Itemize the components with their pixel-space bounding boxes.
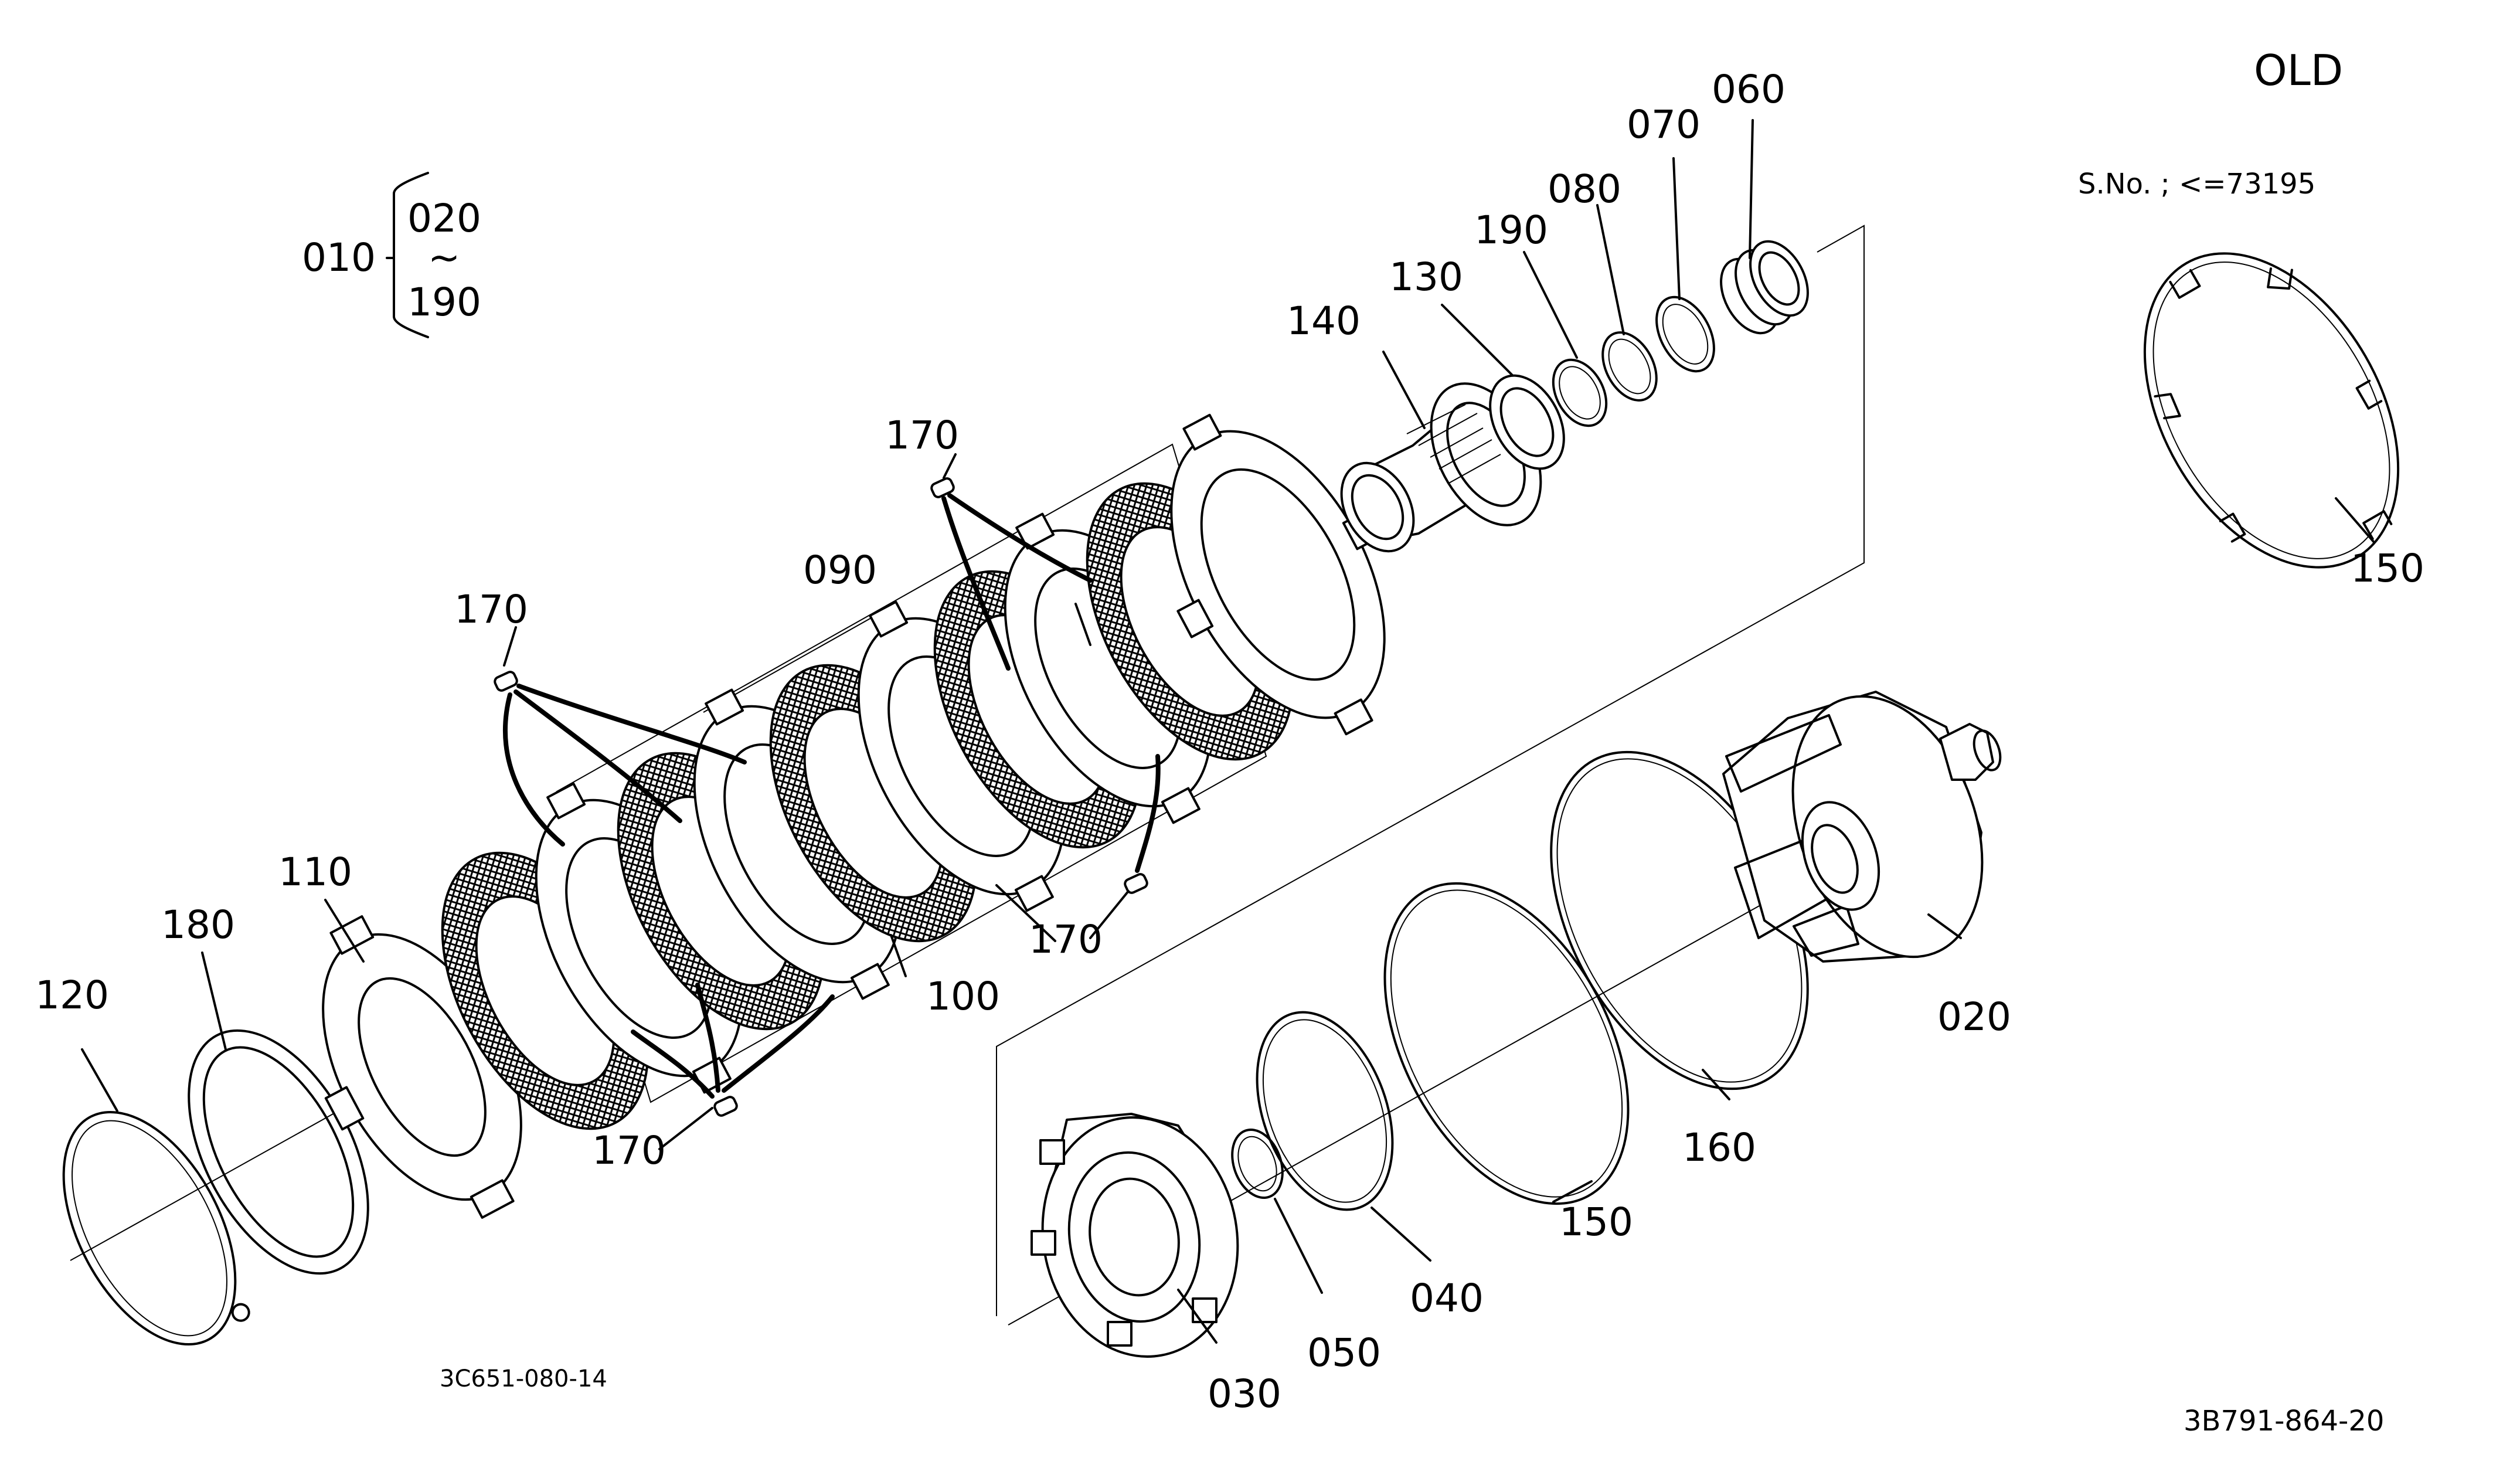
variant-label: OLD [2254,46,2343,95]
assembly-range-mark: ~ [428,235,460,280]
label-030: 030 [1208,1371,1281,1416]
label-060: 060 [1712,67,1786,112]
part-120-snap-ring [62,1110,250,1346]
part-080-snap-ring [1601,331,1658,402]
leader-lines [81,119,2375,1344]
label-170-bottom: 170 [592,1128,666,1173]
label-160: 160 [1682,1125,1756,1170]
drawing-number: 3C651-080-14 [440,1365,607,1392]
label-120: 120 [35,973,109,1018]
label-050: 050 [1307,1330,1381,1375]
assembly-parent-label: 010 [302,235,376,280]
label-110: 110 [278,849,352,895]
label-140: 140 [1287,298,1361,344]
label-170-top: 170 [885,413,959,458]
part-150-old-ring [2143,252,2400,569]
label-040: 040 [1410,1276,1484,1321]
label-130: 130 [1389,254,1463,300]
assembly-last-label: 190 [407,280,481,325]
assembly-first-label: 020 [407,196,481,241]
label-190: 190 [1474,208,1548,253]
label-070: 070 [1627,102,1701,147]
part-190-ring [1552,358,1608,427]
label-020: 020 [1937,994,2011,1039]
label-180: 180 [161,902,235,947]
part-040-seal-ring [1256,1011,1394,1211]
label-150-old: 150 [2351,546,2424,591]
part-060-seal-rings [1720,240,1809,335]
label-170-right: 170 [1029,917,1103,962]
assembly-bracket: 010 020 ~ 190 [302,172,481,338]
part-130-bearing [1489,374,1565,470]
label-150: 150 [1559,1199,1633,1245]
figure-number: 3B791-864-20 [2184,1405,2384,1438]
label-090: 090 [803,548,877,593]
part-170-springs [494,477,1161,1117]
serial-number-note: S.No. ; <=73195 [2078,168,2315,201]
part-150-seal-ring [1383,882,1630,1205]
part-070-ring [1655,295,1715,373]
label-100: 100 [926,974,1000,1019]
part-020-drum [1722,691,2002,963]
part-030-carrier [1031,1113,1239,1358]
label-080: 080 [1548,166,1621,212]
label-170-left-top: 170 [454,587,528,632]
